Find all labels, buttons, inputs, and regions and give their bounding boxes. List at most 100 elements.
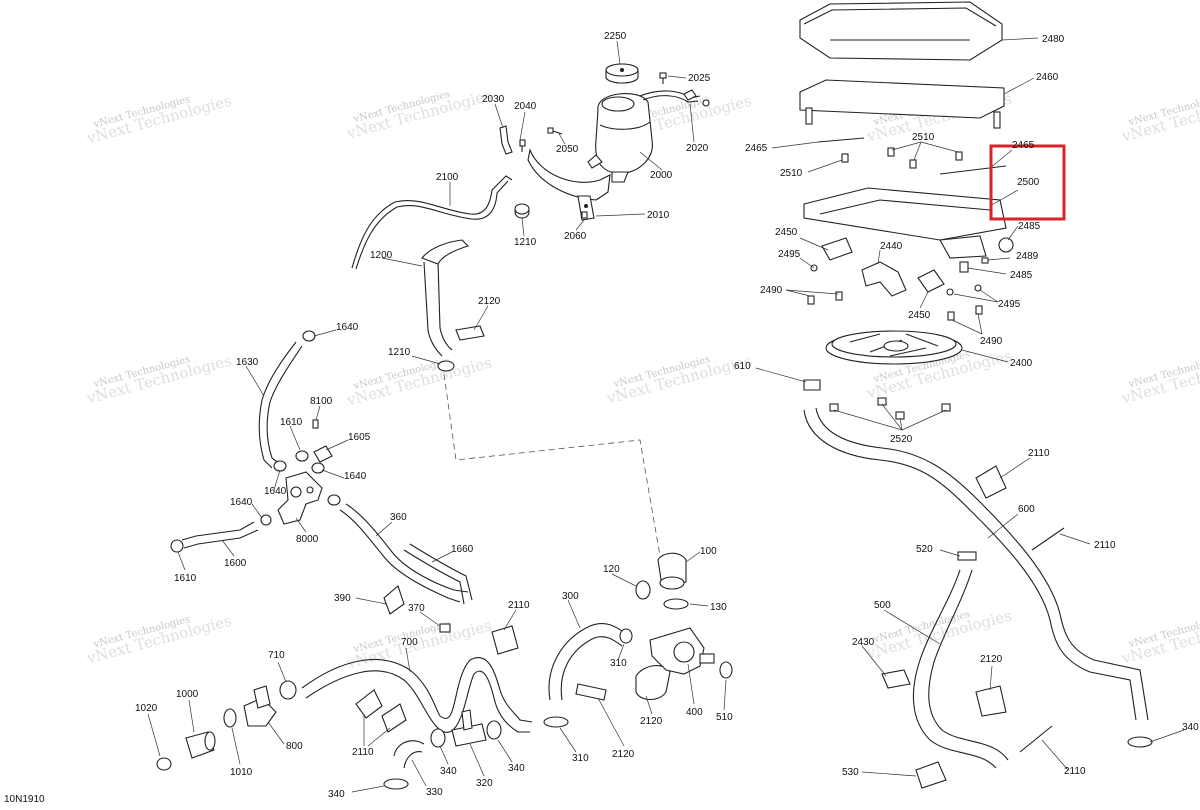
callout-700[interactable]: 700 (401, 637, 418, 648)
callout-2510-left[interactable]: 2510 (780, 168, 803, 179)
callout-360[interactable]: 360 (390, 512, 407, 523)
callout-2060[interactable]: 2060 (564, 231, 587, 242)
callout-2010[interactable]: 2010 (647, 210, 670, 221)
coolant-reservoir[interactable] (587, 93, 653, 183)
clamp-2110-a[interactable] (491, 625, 519, 655)
callout-2465-a[interactable]: 2465 (745, 143, 768, 154)
clamp-390[interactable] (383, 585, 405, 615)
callout-2465-b[interactable]: 2465 (1012, 140, 1035, 151)
callout-1660[interactable]: 1660 (451, 544, 474, 555)
callout-1600[interactable]: 1600 (224, 558, 247, 569)
clip-2430[interactable] (881, 669, 911, 689)
grommet-2520-a[interactable] (829, 403, 839, 412)
clamp-1640-b[interactable] (273, 460, 287, 472)
callout-2490-b[interactable]: 2490 (980, 336, 1003, 347)
callout-2500[interactable]: 2500 (1017, 177, 1040, 188)
callout-320[interactable]: 320 (476, 778, 493, 789)
callout-2489[interactable]: 2489 (1016, 251, 1039, 262)
callout-610[interactable]: 610 (734, 361, 751, 372)
clamp-1640-a[interactable] (302, 330, 316, 342)
screw-2510-c[interactable] (909, 159, 917, 169)
clamp-310-b[interactable] (619, 628, 633, 644)
clamp-520[interactable] (957, 551, 977, 561)
clamp-1640-d[interactable] (327, 494, 341, 506)
clamp-1010[interactable] (223, 708, 237, 728)
thermostat-housing-8000[interactable] (277, 471, 323, 525)
callout-2460[interactable]: 2460 (1036, 72, 1059, 83)
grommet-2520-d[interactable] (941, 403, 951, 412)
callout-2120-d[interactable]: 2120 (980, 654, 1003, 665)
callout-300[interactable]: 300 (562, 591, 579, 602)
screw-2490-a[interactable] (807, 295, 815, 305)
fitting-800[interactable] (243, 685, 277, 727)
bracket-2450-b[interactable] (917, 269, 945, 293)
callout-2100[interactable]: 2100 (436, 172, 459, 183)
clamp-530[interactable] (915, 761, 947, 789)
reservoir-strap[interactable] (639, 89, 701, 103)
clamp-1020[interactable] (156, 757, 172, 771)
tie-2110-e[interactable] (1019, 725, 1053, 753)
clamp-2120-c[interactable] (635, 665, 671, 701)
clamp-2120-b[interactable] (575, 683, 607, 701)
callout-8000[interactable]: 8000 (296, 534, 319, 545)
screw-2510-b[interactable] (887, 147, 895, 157)
callout-2450-b[interactable]: 2450 (908, 310, 931, 321)
shroud-2480[interactable] (799, 1, 1003, 61)
callout-2520[interactable]: 2520 (890, 434, 913, 445)
panel-2460[interactable] (799, 79, 1005, 129)
callout-2510-top[interactable]: 2510 (912, 132, 935, 143)
callout-2495-b[interactable]: 2495 (998, 299, 1021, 310)
callout-2110-d[interactable]: 2110 (1094, 540, 1116, 551)
callout-1640-d[interactable]: 1640 (230, 497, 253, 508)
callout-390[interactable]: 390 (334, 593, 351, 604)
callout-340-b[interactable]: 340 (440, 766, 457, 777)
tray-2500[interactable] (803, 187, 1007, 259)
bolt-2040[interactable] (519, 139, 526, 152)
clamp-1610-b[interactable] (170, 539, 184, 553)
hose-600[interactable] (803, 407, 1149, 721)
clamp-310-a[interactable] (543, 716, 569, 728)
callout-2495-a[interactable]: 2495 (778, 249, 801, 260)
hose-300[interactable] (548, 623, 627, 701)
callout-340-c[interactable]: 340 (508, 763, 525, 774)
knob-2485-b[interactable] (959, 261, 969, 273)
hose-360[interactable] (339, 509, 461, 603)
hose-330[interactable] (393, 740, 425, 757)
callout-2430[interactable]: 2430 (852, 637, 875, 648)
clamp-2120-d[interactable] (975, 685, 1007, 717)
callout-2485-b[interactable]: 2485 (1010, 270, 1033, 281)
clamp-2120-upper[interactable] (455, 325, 485, 341)
clamp-1640-e[interactable] (260, 514, 272, 526)
callout-2025[interactable]: 2025 (688, 73, 711, 84)
bolt-8100[interactable] (312, 419, 319, 429)
clamp-1610-a[interactable] (295, 450, 309, 462)
callout-2440[interactable]: 2440 (880, 241, 903, 252)
callout-2110-b[interactable]: 2110 (352, 747, 374, 758)
clamp-340-a[interactable] (383, 778, 409, 790)
clamp-2110-c[interactable] (975, 465, 1007, 499)
washer-2495-b[interactable] (946, 288, 954, 296)
washer-2495-c[interactable] (974, 284, 982, 292)
callout-2120-b[interactable]: 2120 (612, 749, 635, 760)
callout-2250[interactable]: 2250 (604, 31, 627, 42)
callout-1610-a[interactable]: 1610 (280, 417, 303, 428)
screw-2490-b[interactable] (835, 291, 843, 301)
callout-2450-a[interactable]: 2450 (775, 227, 798, 238)
hose-500[interactable] (912, 569, 1009, 769)
callout-530[interactable]: 530 (842, 767, 859, 778)
callout-800[interactable]: 800 (286, 741, 303, 752)
callout-2485-a[interactable]: 2485 (1018, 221, 1041, 232)
callout-1210-upper[interactable]: 1210 (514, 237, 537, 248)
bolt-2025[interactable] (659, 72, 667, 84)
callout-2120-upper[interactable]: 2120 (478, 296, 501, 307)
grommet-2520-b[interactable] (877, 397, 887, 406)
rod-2465-b[interactable] (939, 165, 1007, 175)
callout-2400[interactable]: 2400 (1010, 358, 1033, 369)
clamp-340-c[interactable] (486, 720, 502, 740)
clamp-610[interactable] (803, 379, 821, 391)
reservoir-cap[interactable] (605, 63, 639, 84)
hose-1605[interactable] (313, 445, 333, 463)
callout-2020[interactable]: 2020 (686, 143, 709, 154)
bolt-2060[interactable] (581, 211, 588, 219)
callout-8100[interactable]: 8100 (310, 396, 333, 407)
